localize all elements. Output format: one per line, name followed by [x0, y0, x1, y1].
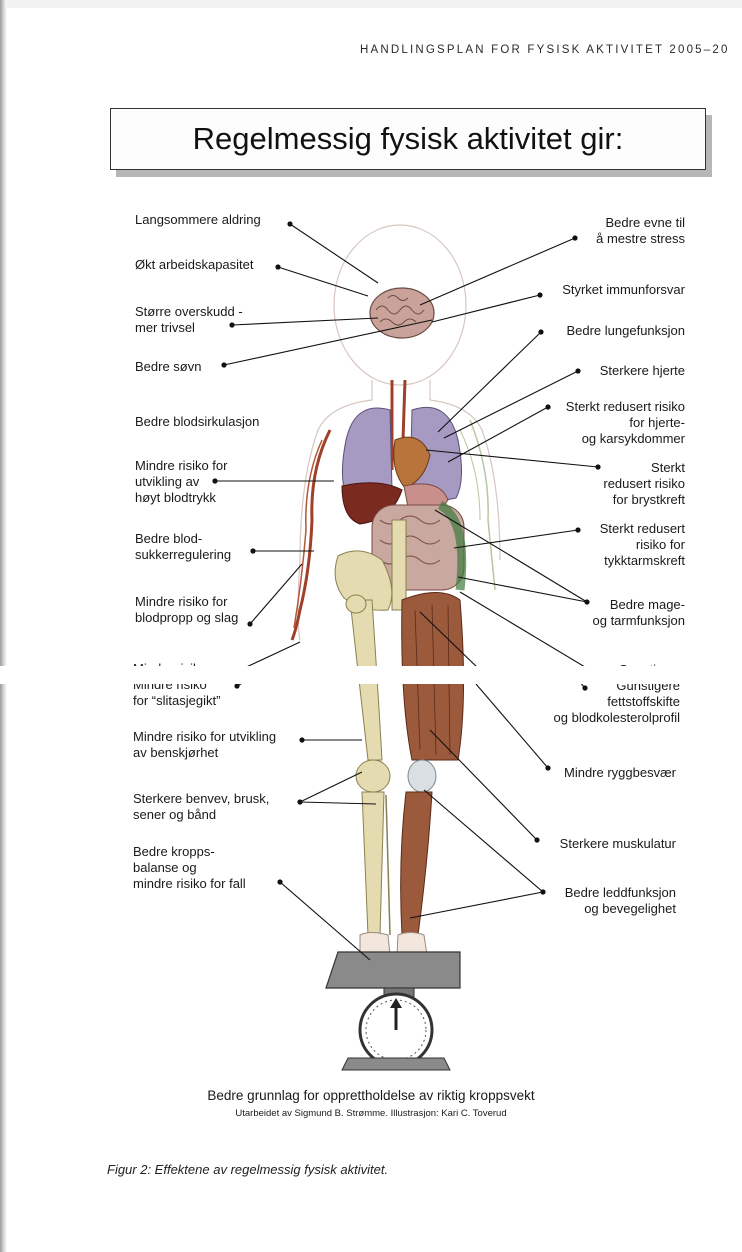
label-benskjorhet: Mindre risiko for utvikling av benskjørh…	[133, 729, 276, 761]
label-immunforsvar: Styrket immunforsvar	[562, 282, 685, 298]
label-hjerte-karsykdommer: Sterkt redusert risiko for hjerte- og ka…	[566, 399, 685, 447]
label-leddfunksjon: Bedre leddfunksjon og bevegelighet	[565, 885, 676, 917]
label-bedre-sovn: Bedre søvn	[135, 359, 201, 375]
label-lungefunksjon: Bedre lungefunksjon	[566, 323, 685, 339]
label-sterkere-hjerte: Sterkere hjerte	[600, 363, 685, 379]
label-mestre-stress: Bedre evne til å mestre stress	[596, 215, 685, 247]
label-muskulatur: Sterkere muskulatur	[560, 836, 676, 852]
label-okt-arbeidskapasitet: Økt arbeidskapasitet	[135, 257, 254, 273]
label-benvev-brusk: Sterkere benvev, brusk, sener og bånd	[133, 791, 269, 823]
label-bedre-blodsirkulasjon: Bedre blodsirkulasjon	[135, 414, 259, 430]
label-storre-overskudd: Større overskudd - mer trivsel	[135, 304, 243, 336]
figure-caption: Figur 2: Effektene av regelmessig fysisk…	[107, 1162, 388, 1177]
diagram-caption-main: Bedre grunnlag for opprettholdelse av ri…	[0, 1088, 742, 1103]
label-kroppsbalanse: Bedre kropps- balanse og mindre risiko f…	[133, 844, 246, 892]
label-mage-tarmfunksjon: Bedre mage- og tarmfunksjon	[593, 597, 686, 629]
label-brystkreft: Sterkt redusert risiko for brystkreft	[603, 460, 685, 508]
label-ryggbesvaer: Mindre ryggbesvær	[564, 765, 676, 781]
label-tykktarmskreft: Sterkt redusert risiko for tykktarmskref…	[600, 521, 685, 569]
label-hoyt-blodtrykk: Mindre risiko for utvikling av høyt blod…	[135, 458, 227, 506]
labels-upper: Langsommere aldring Økt arbeidskapasitet…	[0, 0, 742, 666]
label-slitasjegikt: Mindre risiko for “slitasjegikt”	[133, 684, 220, 709]
label-blodsukkerregulering: Bedre blod- sukkerregulering	[135, 531, 231, 563]
label-fettstoffskifte: Gunstigere fettstoffskifte og blodkolest…	[554, 684, 680, 726]
scan-gap	[0, 666, 742, 684]
label-langsommere-aldring: Langsommere aldring	[135, 212, 261, 228]
diagram-credit: Utarbeidet av Sigmund B. Strømme. Illust…	[0, 1108, 742, 1119]
label-blodpropp-og-slag: Mindre risiko for blodpropp og slag	[135, 594, 238, 626]
